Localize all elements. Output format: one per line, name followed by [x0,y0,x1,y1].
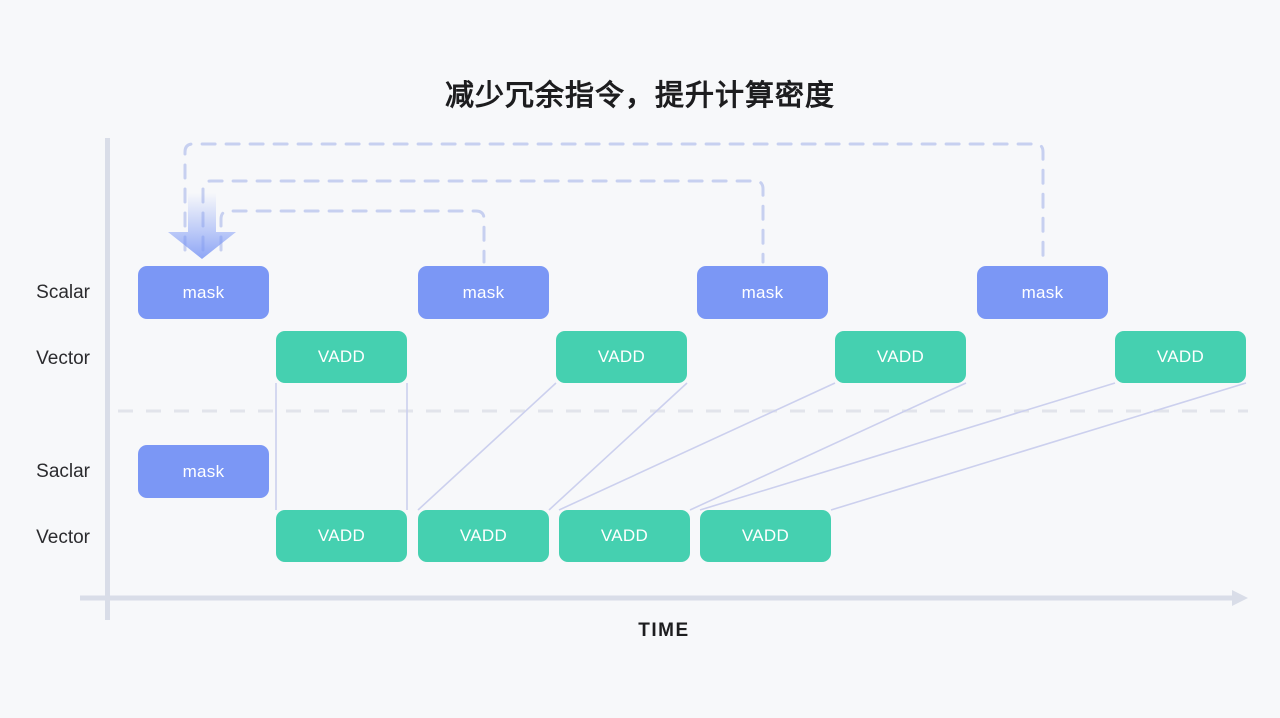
block-mask-bottom-1[interactable]: mask [138,445,269,498]
block-mask-top-2[interactable]: mask [418,266,549,319]
row-label-scalar-bottom: Saclar [36,461,90,482]
block-vadd-bottom-4[interactable]: VADD [700,510,831,562]
page-title: 减少冗余指令，提升计算密度 [444,80,835,112]
connector-line [830,382,1247,511]
row-label-scalar-top: Scalar [36,282,90,303]
feedback-bracket-inner [219,209,486,264]
block-mask-top-3[interactable]: mask [697,266,828,319]
vadd-connectors [275,382,1247,511]
block-vadd-top-3[interactable]: VADD [835,331,966,383]
block-vadd-bottom-3[interactable]: VADD [559,510,690,562]
feedback-bracket-outer [183,142,1045,264]
row-label-vector-top: Vector [36,348,90,369]
connector-line [417,382,557,511]
feedback-bracket-middle [201,179,765,264]
connector-line [699,382,1116,511]
block-vadd-bottom-2[interactable]: VADD [418,510,549,562]
block-vadd-top-2[interactable]: VADD [556,331,687,383]
connector-line [558,382,836,511]
down-arrow [168,193,236,259]
block-mask-top-4[interactable]: mask [977,266,1108,319]
connector-line [689,382,967,511]
connector-line [548,382,688,511]
block-vadd-top-4[interactable]: VADD [1115,331,1246,383]
row-label-vector-bottom: Vector [36,527,90,548]
block-vadd-bottom-1[interactable]: VADD [276,510,407,562]
block-mask-top-1[interactable]: mask [138,266,269,319]
x-axis-arrowhead [1232,590,1248,606]
x-axis-caption: TIME [638,620,690,641]
block-vadd-top-1[interactable]: VADD [276,331,407,383]
